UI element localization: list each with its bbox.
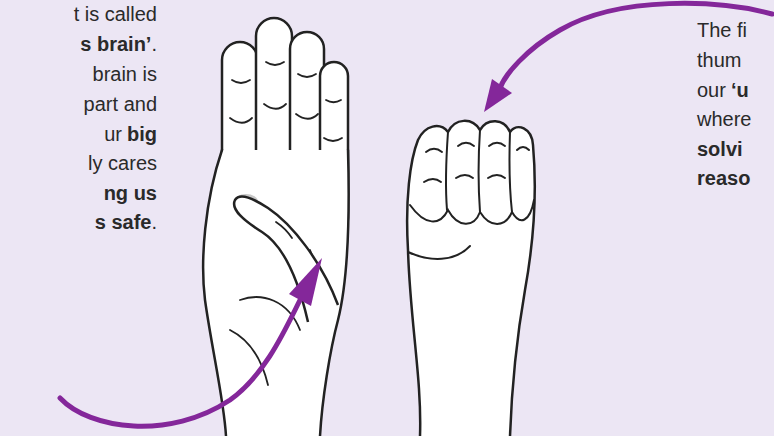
caption-text: ‘u [731, 79, 749, 101]
text-line: part and [0, 92, 157, 116]
pointer-arrow [60, 258, 322, 426]
caption-text: part and [84, 93, 157, 115]
text-line: urbig [0, 122, 157, 146]
text-line: The fi [697, 18, 747, 42]
text-line: ng us [0, 181, 157, 205]
caption-text: s safe [95, 211, 152, 233]
text-line: our‘u [697, 78, 749, 102]
caption-text: ng us [104, 182, 157, 204]
caption-text: our [697, 79, 726, 101]
caption-text: solvi [697, 138, 743, 160]
fist-lines [408, 130, 534, 259]
palm-outline [203, 150, 349, 436]
text-line: s safe. [0, 210, 157, 234]
text-line: brain is [0, 62, 157, 86]
text-line: ly cares [0, 151, 157, 175]
caption-text: The fi [697, 19, 747, 41]
text-line: s brain’. [0, 32, 157, 56]
palm [203, 150, 349, 436]
caption-text: thum [697, 49, 741, 71]
caption-text: where [697, 108, 751, 130]
caption-text: big [127, 123, 157, 145]
caption-text: . [151, 33, 157, 55]
folded-thumb [234, 196, 338, 322]
fist [407, 121, 535, 436]
caption-text: reaso [697, 167, 750, 189]
text-line: t is called [0, 2, 157, 26]
text-line: where [697, 107, 751, 131]
caption-text: ly cares [88, 152, 157, 174]
caption-text: brain is [93, 63, 157, 85]
caption-text: t is called [74, 3, 157, 25]
caption-text: . [151, 211, 157, 233]
text-line: solvi [697, 137, 743, 161]
finger-creases [230, 62, 342, 385]
text-line: reaso [697, 166, 750, 190]
caption-text: s brain’ [80, 33, 151, 55]
text-line: thum [697, 48, 741, 72]
thumb-crease [276, 222, 292, 238]
pointer-arrow [484, 3, 772, 112]
caption-text: ur [104, 123, 122, 145]
